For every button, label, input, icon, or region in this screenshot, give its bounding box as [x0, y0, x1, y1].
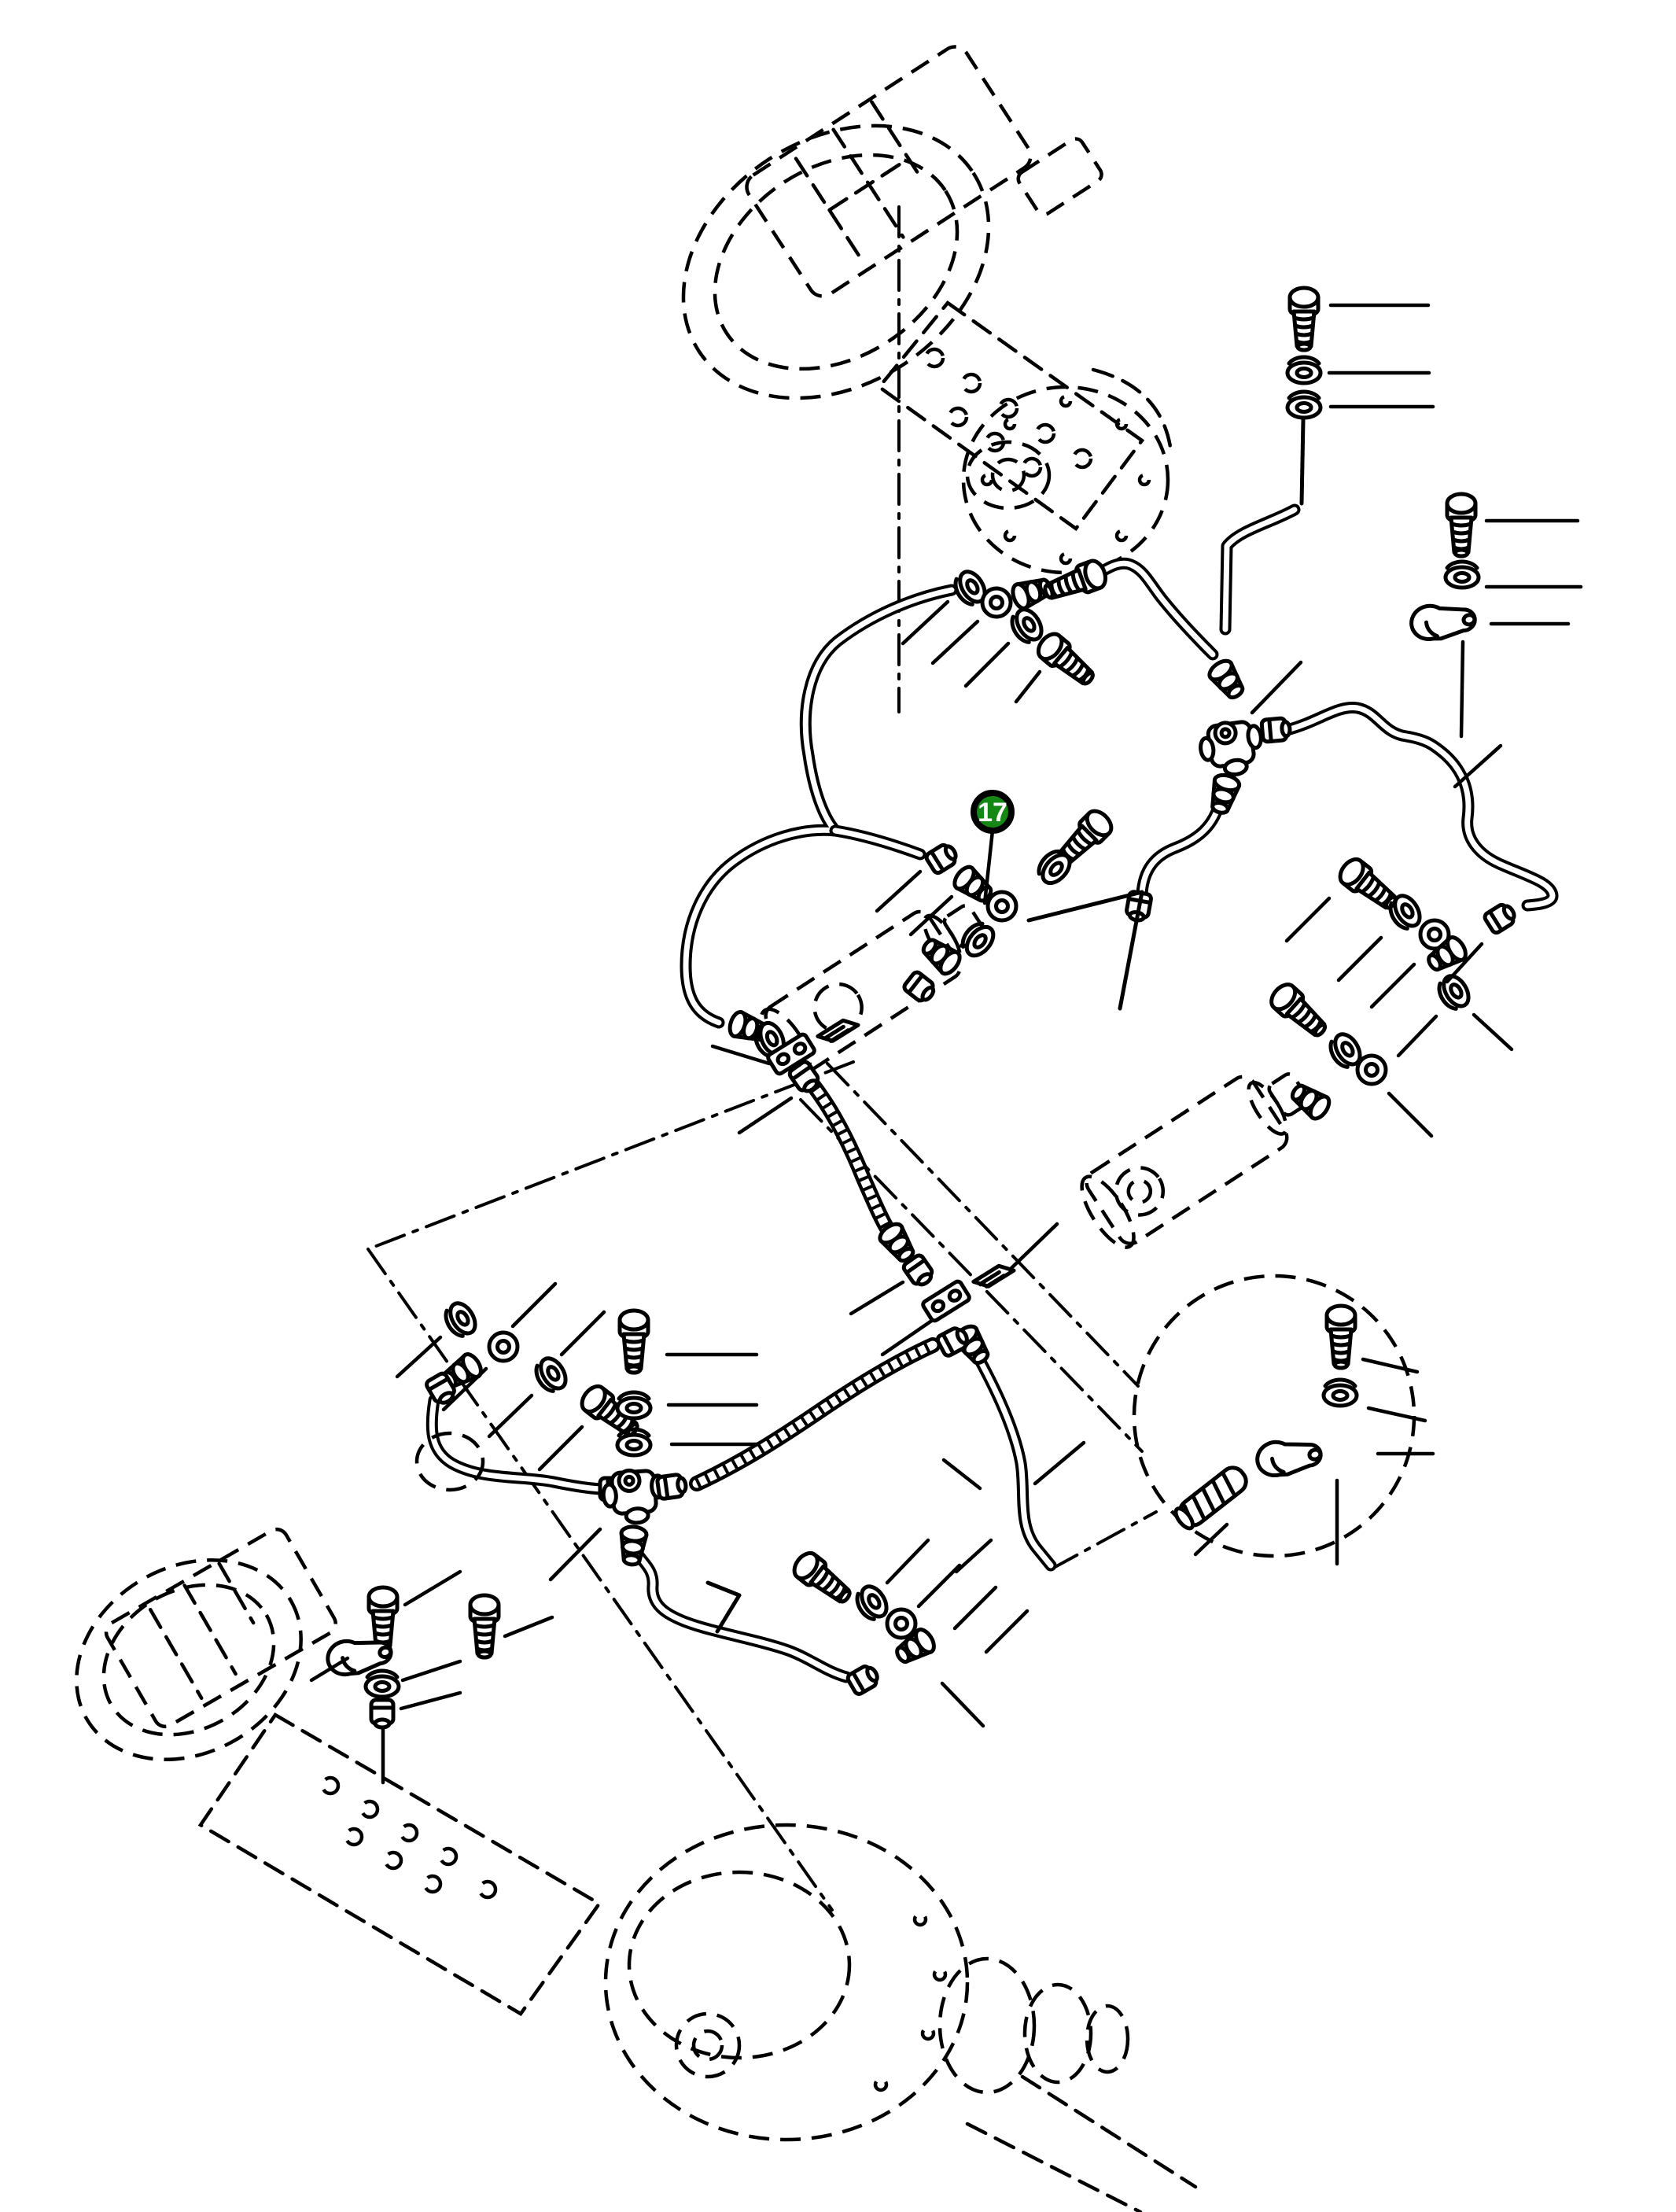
lower-tee-fitting: [602, 1311, 687, 1565]
right-pipe-clamp-stack: [1409, 494, 1479, 739]
callout-leader: [982, 828, 995, 905]
brake-pipe-middle-drop: [971, 1348, 1057, 1572]
lower-left-banjo-cluster: [414, 1299, 644, 1500]
flexible-hose-middle: [801, 1071, 894, 1235]
brake-pipe-lower-left: [425, 1394, 607, 1495]
brake-pipe-tee-drop: [1136, 791, 1227, 900]
brake-pipe-loop-left: [680, 584, 958, 1029]
brake-pipe-clamped-vertical: [1219, 503, 1301, 636]
assembly-arrow: [1026, 890, 1144, 1011]
detail-circle-clamp-kit: [1132, 1274, 1435, 1566]
brake-pipe-lower-drop: [628, 1539, 853, 1683]
callout-label: 17: [978, 798, 1007, 828]
upper-bolt-washer-stack: [1287, 288, 1321, 506]
rear-axle-housing-phantom: [75, 1527, 1198, 2212]
brake-pipe-right: [1280, 702, 1559, 912]
leader-lines: [309, 303, 1583, 1728]
callout-17[interactable]: 17: [971, 790, 1015, 905]
banjo-cluster-17: [903, 806, 1144, 1011]
bottom-clamp-stack: [324, 1587, 499, 1785]
lower-brake-valve-phantom: [1080, 1072, 1310, 1249]
front-axle-housing-phantom: [681, 45, 1173, 575]
assembly-arrow: [705, 1580, 742, 1634]
brake-pipe-upper: [1088, 557, 1219, 661]
lower-right-banjo-cluster: [705, 1549, 937, 1696]
flexible-hose-lower: [689, 1337, 941, 1491]
callout-circle[interactable]: [971, 790, 1015, 834]
